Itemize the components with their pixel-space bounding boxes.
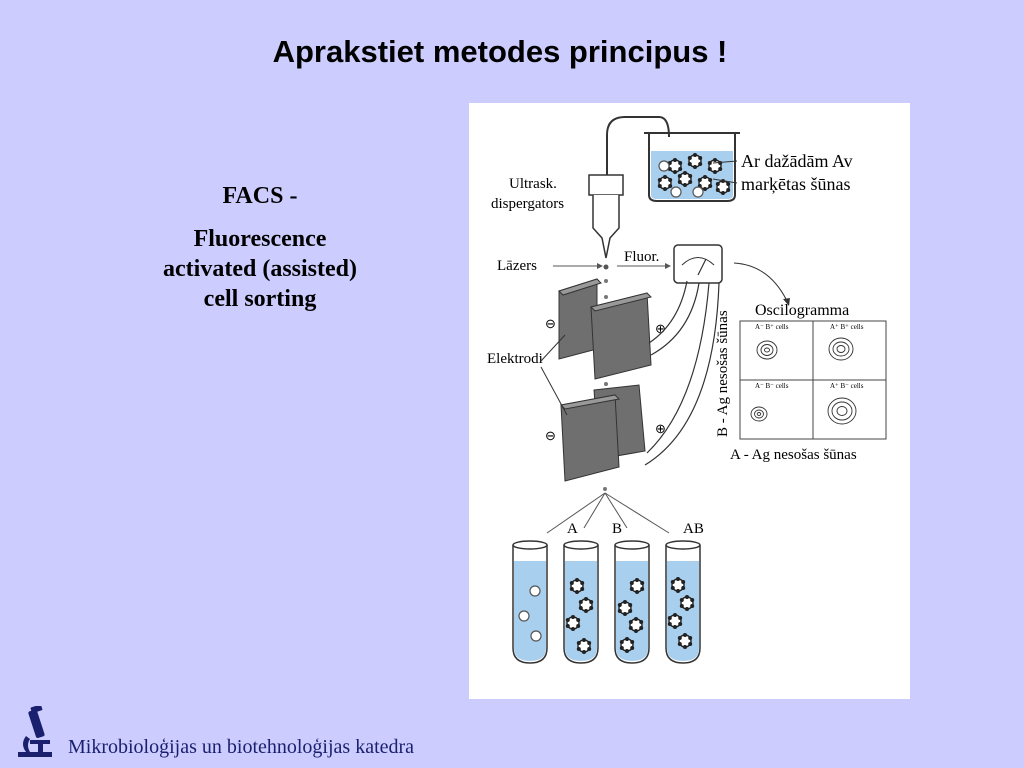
tube-label-b: B xyxy=(612,521,622,537)
collection-tubes xyxy=(512,540,701,664)
test-tube xyxy=(512,540,548,664)
beaker xyxy=(644,132,740,202)
test-tube xyxy=(563,540,599,664)
upper-deflection-plates xyxy=(558,278,652,380)
b-axis-label: B - Ag nesošas šūnas xyxy=(715,310,731,437)
electrodes-label: Elektrodi xyxy=(487,351,543,367)
fluor-label: Fluor. xyxy=(624,249,659,265)
facs-description: FACS - Fluorescence activated (assisted)… xyxy=(140,183,380,314)
definition-line: cell sorting xyxy=(203,286,317,312)
a-axis-label: A - Ag nesošas šūnas xyxy=(730,447,857,463)
oscillogram-grid xyxy=(739,320,887,440)
quadrant-label: A⁻ B⁻ cells xyxy=(755,382,789,390)
test-tube xyxy=(665,540,701,664)
minus-sign: ⊖ xyxy=(545,316,556,331)
facs-heading: FACS - xyxy=(222,183,298,209)
lower-deflection-plates xyxy=(559,384,646,482)
fluorescence-detector xyxy=(673,244,723,284)
department-name: Mikrobioloģijas un biotehnoloģijas kated… xyxy=(68,736,415,758)
tube-label-a: A xyxy=(567,521,578,537)
definition-line: activated (assisted) xyxy=(163,256,357,282)
quadrant-label: A⁺ B⁻ cells xyxy=(830,382,864,390)
plus-sign: ⊕ xyxy=(655,321,666,336)
tube-label-ab: AB xyxy=(683,521,704,537)
test-tube xyxy=(614,540,650,664)
disperser-label-line2: dispergators xyxy=(491,196,564,212)
quadrant-label: A⁻ B⁺ cells xyxy=(755,323,789,331)
laser-label: Lāzers xyxy=(497,258,537,274)
disperser-label-line1: Ultrask. xyxy=(509,176,557,192)
slide-title: Aprakstiet metodes principus ! xyxy=(272,34,728,69)
ultrasonic-disperser xyxy=(588,174,624,270)
beaker-label-line1: Ar dažādām Av xyxy=(741,151,853,171)
facs-definition: Fluorescence activated (assisted) cell s… xyxy=(140,224,380,314)
microscope-icon xyxy=(12,704,56,763)
minus-sign: ⊖ xyxy=(545,428,556,443)
definition-line: Fluorescence xyxy=(193,226,327,252)
beaker-label-line2: marķētas šūnas xyxy=(741,174,850,194)
plus-sign: ⊕ xyxy=(655,421,666,436)
quadrant-label: A⁺ B⁺ cells xyxy=(830,323,864,331)
oscillogram-label: Oscilogramma xyxy=(755,302,849,319)
facs-diagram: Ar dažādām Av marķētas šūnas Ultrask. di… xyxy=(469,103,910,699)
